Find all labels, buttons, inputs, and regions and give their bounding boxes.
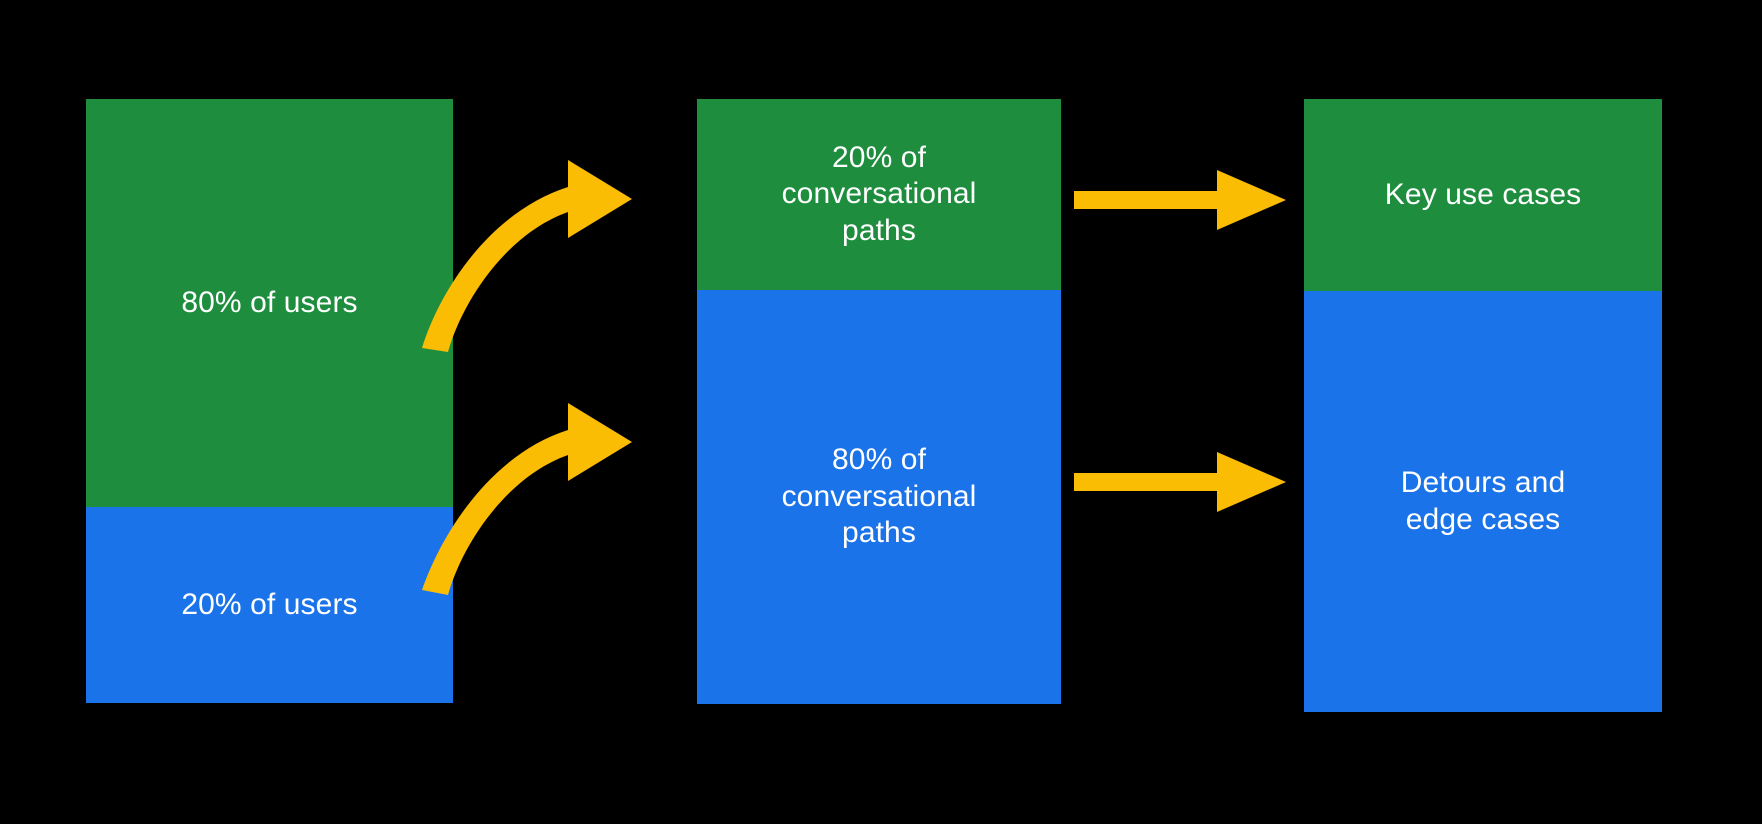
segment-detours-edge-cases: Detours and edge cases [1304,291,1662,712]
column-conversational-paths: 20% of conversational paths 80% of conve… [697,99,1061,704]
column-users: 80% of users 20% of users [86,99,453,703]
segment-paths-majority: 80% of conversational paths [697,290,1061,704]
column-use-cases: Key use cases Detours and edge cases [1304,99,1662,712]
arrow-right-icon-paths-minority-to-key-use-cases [1074,170,1286,230]
segment-paths-majority-label: 80% of conversational paths [781,443,977,550]
segment-users-minority: 20% of users [86,507,453,703]
segment-key-use-cases: Key use cases [1304,99,1662,291]
segment-users-majority-label: 80% of users [181,285,358,319]
segment-users-majority: 80% of users [86,99,453,507]
segment-paths-minority-label: 20% of conversational paths [781,140,977,247]
segment-paths-minority: 20% of conversational paths [697,99,1061,290]
arrow-right-icon-paths-majority-to-detours [1074,452,1286,512]
curved-arrow-icon-users-majority-to-paths-minority [422,160,632,352]
segment-key-use-cases-label: Key use cases [1384,177,1582,211]
curved-arrow-icon-users-minority-to-paths-majority [422,403,632,595]
segment-users-minority-label: 20% of users [181,587,358,621]
segment-detours-edge-cases-label: Detours and edge cases [1400,465,1566,536]
